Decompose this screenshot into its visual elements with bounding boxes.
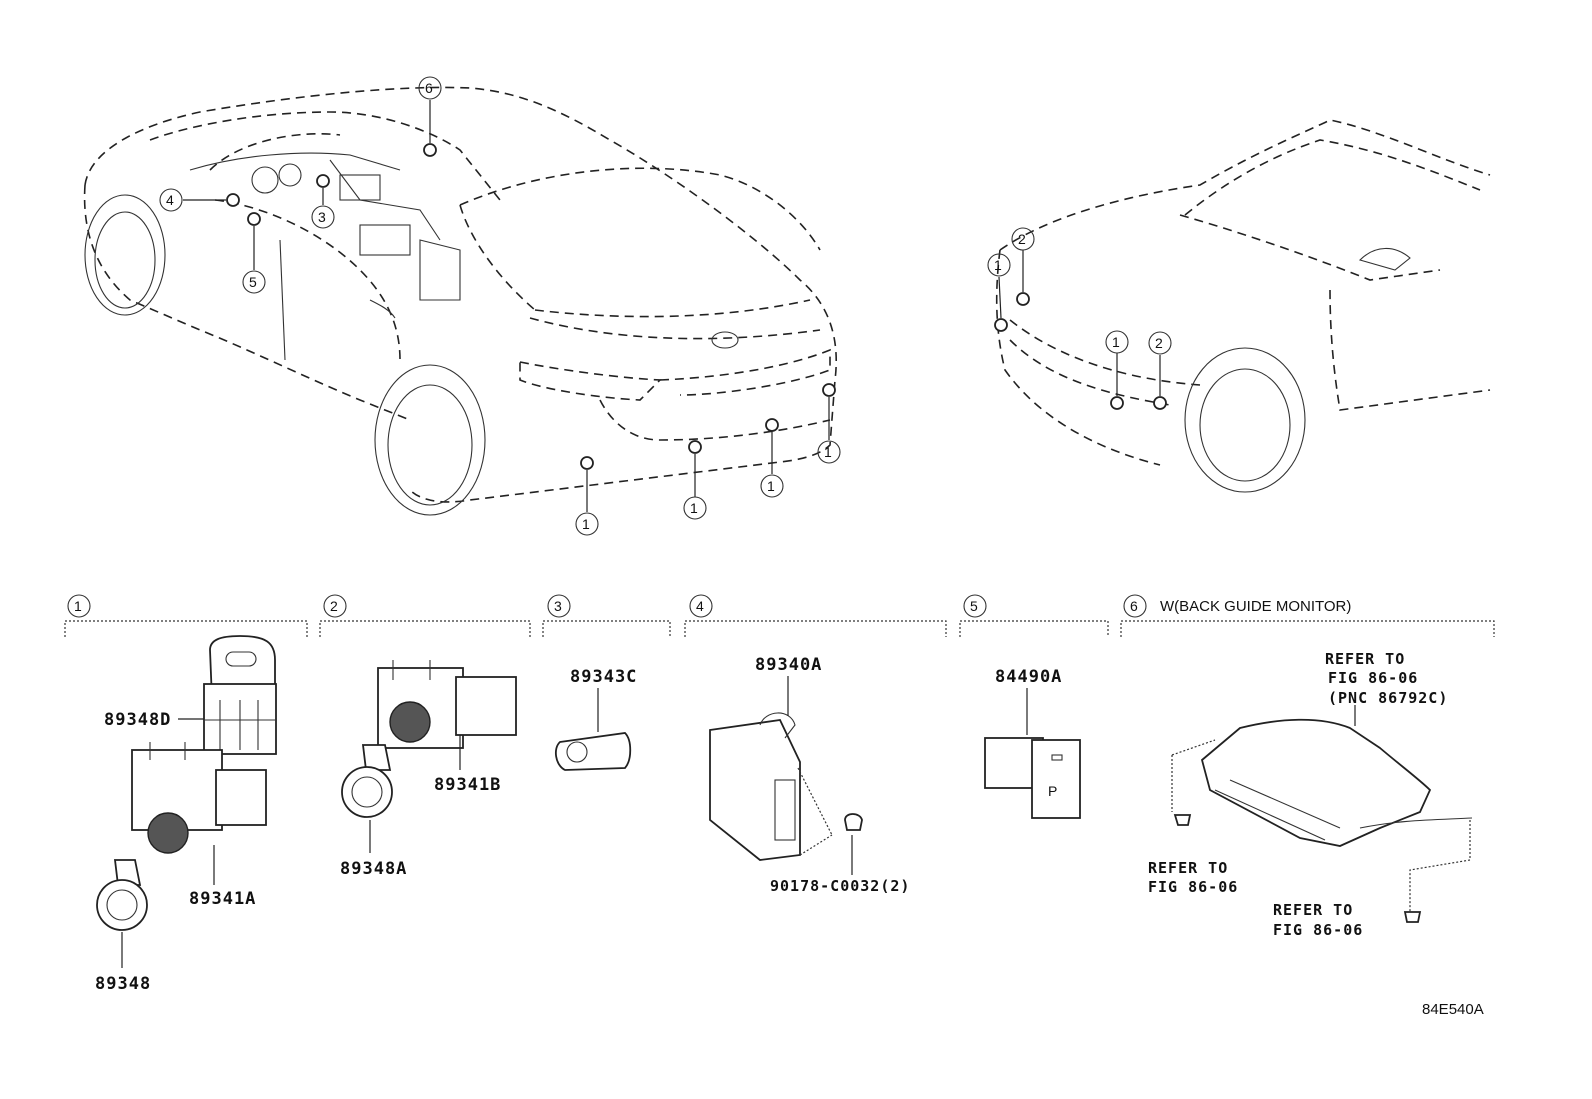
label-89348D: 89348D [104, 710, 171, 730]
svg-text:3: 3 [554, 598, 562, 614]
refer-to-top-2: FIG 86-06 [1328, 669, 1418, 687]
svg-text:1: 1 [824, 444, 832, 460]
front-car-illustration [994, 119, 1491, 493]
svg-text:1: 1 [994, 257, 1002, 273]
svg-text:6: 6 [1130, 598, 1138, 614]
part-89348D-retainer [178, 635, 277, 755]
label-89343C: 89343C [570, 667, 637, 687]
refer-to-left-2: FIG 86-06 [1148, 878, 1238, 896]
label-84490A: 84490A [995, 667, 1062, 687]
part-89348-bezel [96, 859, 148, 968]
svg-text:4: 4 [696, 598, 704, 614]
label-89341B: 89341B [434, 775, 501, 795]
part-89341A-sensor [131, 742, 267, 885]
part-89348A-bezel [341, 744, 393, 853]
svg-text:5: 5 [970, 598, 978, 614]
svg-text:2: 2 [1018, 231, 1026, 247]
svg-text:1: 1 [582, 516, 590, 532]
refer-to-left-1: REFER TO [1148, 859, 1228, 877]
label-89348A: 89348A [340, 859, 407, 879]
label-90178-C0032: 90178-C0032(2) [770, 877, 910, 895]
part-84490A-switch: P [984, 688, 1081, 819]
section-headers: 1 2 3 4 5 6 W(BACK GUIDE MONITOR) [64, 594, 1495, 637]
front-callouts: 1 2 1 2 [987, 227, 1172, 355]
svg-text:1: 1 [1112, 334, 1120, 350]
refer-to-bottom-1: REFER TO [1273, 901, 1353, 919]
rear-callouts: 1 1 1 1 6 3 4 5 [159, 76, 841, 536]
svg-text:2: 2 [330, 598, 338, 614]
part-89343C-sensor [554, 688, 632, 771]
part-89340A-ecu [709, 676, 863, 875]
svg-text:2: 2 [1155, 335, 1163, 351]
rear-car-illustration [83, 86, 838, 516]
section-6-title: W(BACK GUIDE MONITOR) [1160, 598, 1351, 615]
label-89341A: 89341A [189, 889, 256, 909]
svg-text:4: 4 [166, 192, 174, 208]
label-89340A: 89340A [755, 655, 822, 675]
parking-assist-switch-icon: P [1048, 783, 1057, 799]
svg-text:3: 3 [318, 209, 326, 225]
svg-text:1: 1 [74, 598, 82, 614]
refer-to-top-1: REFER TO [1325, 650, 1405, 668]
diagram-code: 84E540A [1422, 1001, 1484, 1018]
part-back-guide-monitor-ecu [1171, 705, 1473, 923]
part-89341B-sensor [377, 660, 517, 770]
refer-to-bottom-2: FIG 86-06 [1273, 921, 1363, 939]
svg-text:1: 1 [690, 500, 698, 516]
label-89348: 89348 [95, 974, 151, 994]
svg-text:1: 1 [767, 478, 775, 494]
svg-text:5: 5 [249, 274, 257, 290]
svg-text:6: 6 [425, 80, 433, 96]
refer-to-top-3: (PNC 86792C) [1328, 689, 1448, 707]
